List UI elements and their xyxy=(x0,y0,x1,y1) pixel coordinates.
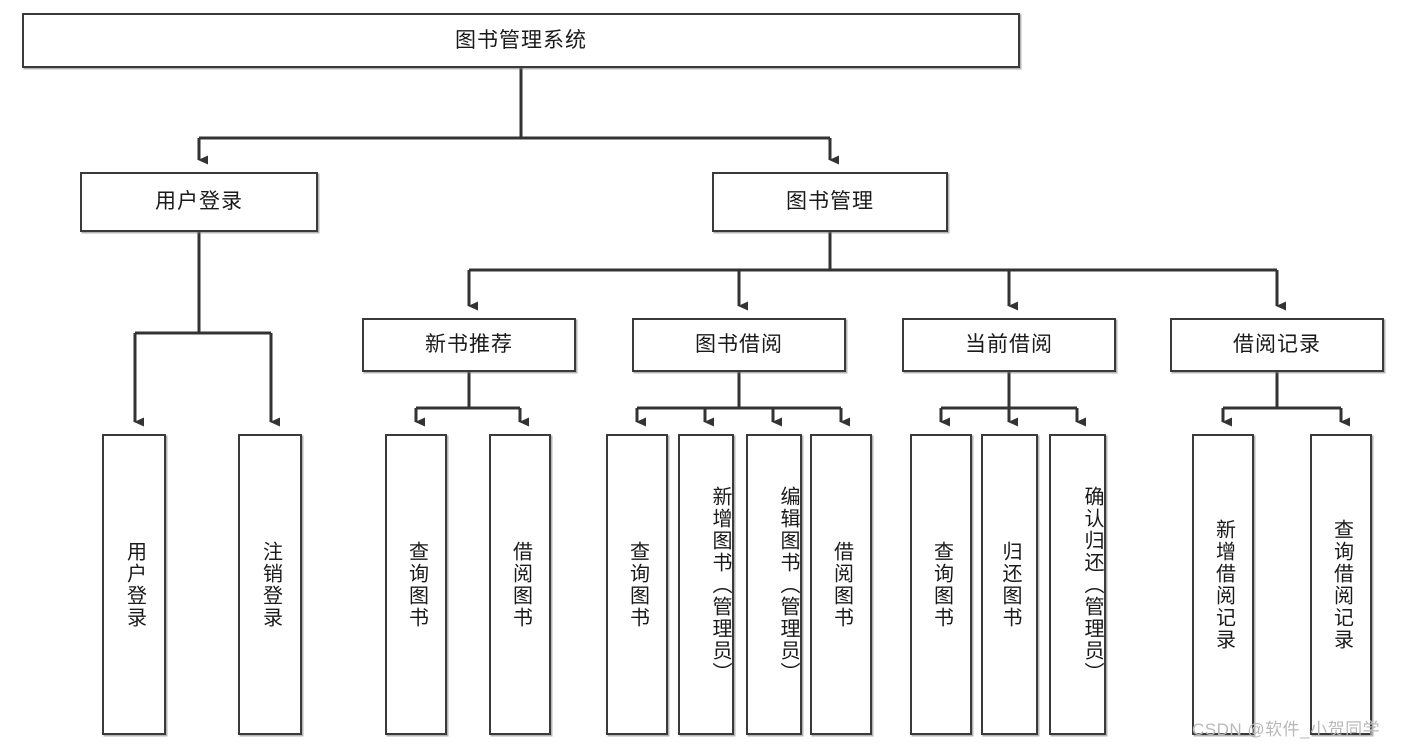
leaf-query-book-borrow[interactable]: 查询图书 xyxy=(606,434,668,735)
node-label: 借阅记录 xyxy=(1233,333,1321,357)
node-label: 用户登录 xyxy=(123,540,146,629)
node-label: 借阅图书 xyxy=(830,540,853,629)
node-label: 图书借阅 xyxy=(695,333,783,357)
node-book-borrow[interactable]: 图书借阅 xyxy=(632,318,846,372)
leaf-logout-login[interactable]: 注销登录 xyxy=(238,434,302,735)
leaf-return-book[interactable]: 归还图书 xyxy=(981,434,1038,735)
node-label: 新增图书（管理员） xyxy=(709,485,731,684)
leaf-query-book-recommend[interactable]: 查询图书 xyxy=(385,434,447,735)
node-label: 编辑图书（管理员） xyxy=(777,485,799,684)
leaf-query-borrow-record[interactable]: 查询借阅记录 xyxy=(1310,434,1372,735)
node-root-system[interactable]: 图书管理系统 xyxy=(22,13,1020,68)
leaf-user-login[interactable]: 用户登录 xyxy=(102,434,166,735)
node-label: 查询图书 xyxy=(930,540,953,629)
leaf-borrow-book-recommend[interactable]: 借阅图书 xyxy=(489,434,551,735)
leaf-add-borrow-record[interactable]: 新增借阅记录 xyxy=(1192,434,1254,735)
leaf-borrow-book-borrow[interactable]: 借阅图书 xyxy=(810,434,872,735)
node-label: 查询借阅记录 xyxy=(1330,518,1353,651)
node-label: 查询图书 xyxy=(626,540,649,629)
node-book-management[interactable]: 图书管理 xyxy=(712,172,948,232)
node-label: 图书管理系统 xyxy=(455,28,587,52)
node-label: 借阅图书 xyxy=(509,540,532,629)
leaf-edit-book-admin[interactable]: 编辑图书（管理员） xyxy=(746,434,802,735)
node-label: 注销登录 xyxy=(259,540,282,629)
node-label: 查询图书 xyxy=(405,540,428,629)
node-user-login[interactable]: 用户登录 xyxy=(80,172,318,232)
leaf-add-book-admin[interactable]: 新增图书（管理员） xyxy=(678,434,734,735)
node-label: 确认归还（管理员） xyxy=(1081,485,1103,684)
node-label: 新增借阅记录 xyxy=(1212,518,1235,651)
node-label: 用户登录 xyxy=(155,190,243,214)
node-label: 图书管理 xyxy=(786,190,874,214)
leaf-query-book-current[interactable]: 查询图书 xyxy=(910,434,972,735)
watermark-text: CSDN @软件_小贺同学 xyxy=(1192,720,1381,739)
node-current-borrow[interactable]: 当前借阅 xyxy=(902,318,1116,372)
leaf-confirm-return-admin[interactable]: 确认归还（管理员） xyxy=(1049,434,1106,735)
node-label: 新书推荐 xyxy=(425,333,513,357)
node-borrow-record[interactable]: 借阅记录 xyxy=(1170,318,1384,372)
node-label: 当前借阅 xyxy=(965,333,1053,357)
node-label: 归还图书 xyxy=(999,540,1021,629)
node-new-book-recommend[interactable]: 新书推荐 xyxy=(362,318,576,372)
